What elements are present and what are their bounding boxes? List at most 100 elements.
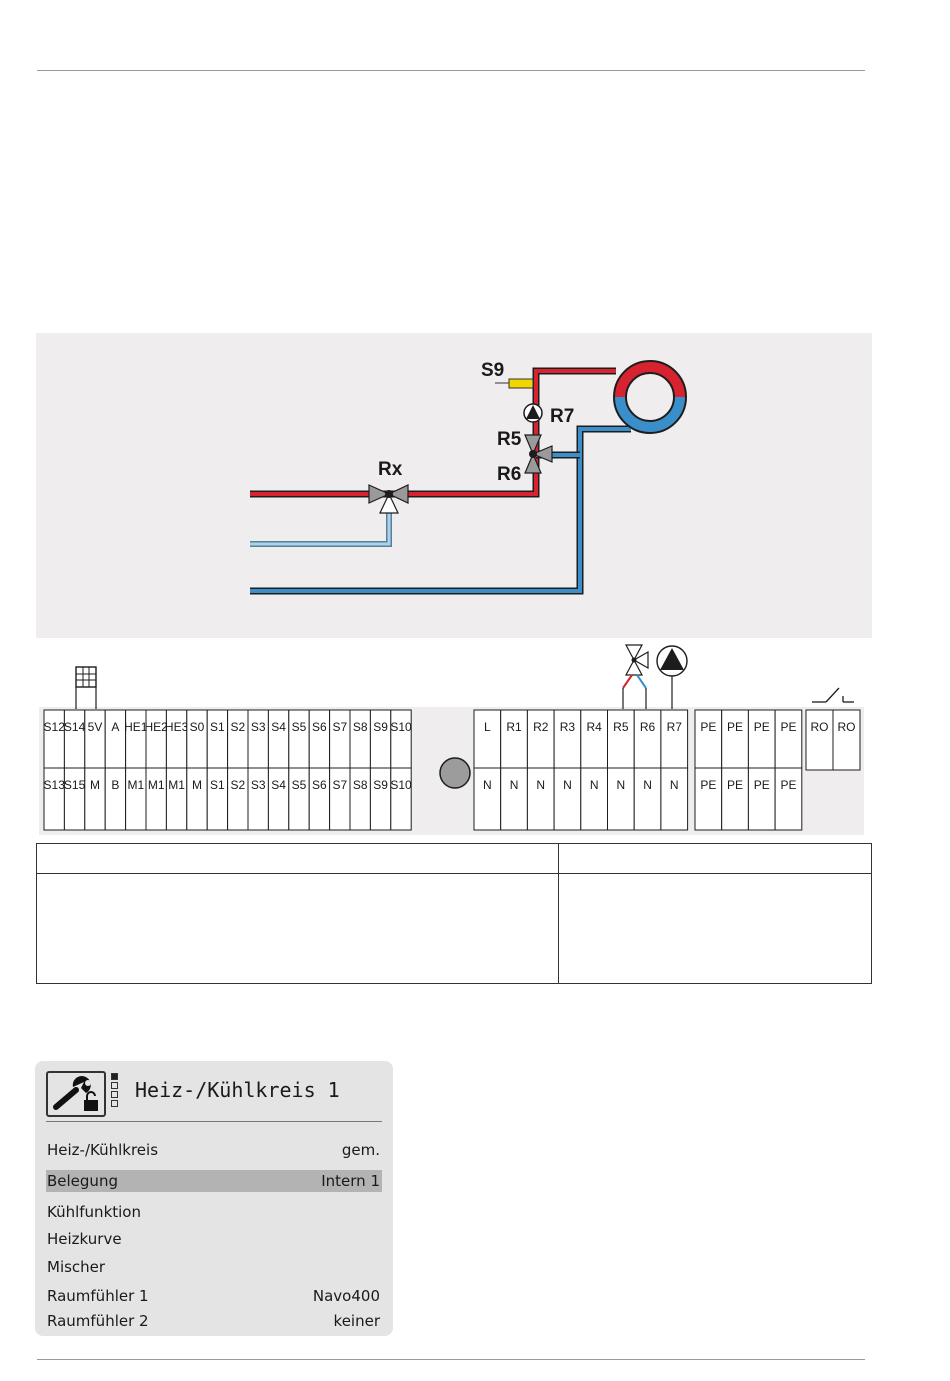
menu-row-belegung[interactable]: Belegung Intern 1 [46, 1170, 382, 1192]
sensor-terminal-top-7-label: S0 [190, 720, 205, 734]
menu-row-label: Raumfühler 2 [47, 1312, 149, 1330]
sensor-terminal-top-17-label: S10 [390, 720, 412, 734]
relay-terminal-top-1-label: R1 [506, 720, 522, 734]
menu-row-label: Kühlfunktion [47, 1203, 141, 1221]
relay-terminal-top-6-label: R6 [640, 720, 656, 734]
relay-terminal-top-5-label: R5 [613, 720, 629, 734]
menu-row-mischer[interactable]: Mischer [46, 1256, 382, 1278]
relay-terminal-top-0-cell [473, 709, 502, 769]
sensor-terminal-bottom-17-cell [390, 767, 412, 831]
page-dot [111, 1082, 118, 1089]
menu-row-label: Heizkurve [47, 1230, 122, 1248]
sensor-terminal-top-13-label: S6 [312, 720, 327, 734]
label-r7: R7 [550, 406, 574, 427]
sensor-terminal-top-16-label: S9 [373, 720, 388, 734]
hydraulic-svg: S9 R7 R5 R6 Rx [250, 360, 687, 595]
pe-terminal-bottom-0-cell [694, 767, 723, 831]
three-way-valve-icon [524, 434, 553, 474]
pe-terminal-bottom-1-cell [721, 767, 749, 831]
sensor-terminal-top-12-cell [288, 709, 310, 769]
label-rx: Rx [378, 459, 403, 480]
relay-terminal-bottom-7-label: N [670, 778, 679, 792]
menu-row-value: Navo400 [312, 1287, 380, 1305]
sensor-terminal-bottom-10-label: S3 [251, 778, 266, 792]
sensor-terminal-bottom-9-label: S2 [230, 778, 245, 792]
sensor-terminal-top-9-label: S2 [230, 720, 245, 734]
sensor-terminal-top-10-cell [247, 709, 269, 769]
pe-terminal-bottom-3-cell [774, 767, 803, 831]
light-return-pipe [250, 503, 392, 547]
label-r6: R6 [497, 464, 521, 485]
relay-terminal-bottom-7-cell [660, 767, 689, 831]
room-sensor-icon [75, 666, 97, 709]
menu-row-label: Raumfühler 1 [47, 1287, 149, 1305]
sensor-terminal-top-16-cell [369, 709, 392, 769]
relay-terminal-top-4-label: R4 [586, 720, 602, 734]
settings-locked-button[interactable] [46, 1071, 106, 1117]
valve-symbol-icon [622, 644, 649, 709]
label-r5: R5 [497, 429, 522, 450]
sensor-terminal-bottom-7-label: M [192, 778, 202, 792]
sensor-terminal-top-7-cell [186, 709, 208, 769]
pe-terminal-top-3-cell [774, 709, 803, 769]
sensor-terminal-bottom-11-label: S4 [271, 778, 286, 792]
page-dot [111, 1100, 118, 1107]
label-s9: S9 [481, 360, 504, 381]
controller-display: Heiz-/Kühlkreis 1 Heiz-/Kühlkreis gem. B… [35, 1061, 393, 1336]
sensor-terminal-bottom-6-label: M1 [168, 778, 185, 792]
sensor-terminal-bottom-4-label: M1 [127, 778, 144, 792]
pe-terminal-bottom-3-label: PE [780, 778, 796, 792]
sensor-terminal-bottom-16-label: S9 [373, 778, 388, 792]
page-dot [111, 1091, 118, 1098]
relay-terminal-bottom-3-label: N [563, 778, 572, 792]
pump-symbol-icon [656, 645, 688, 709]
relay-terminal-top-1-cell [500, 709, 528, 769]
relay-terminal-bottom-6-cell [633, 767, 662, 831]
relay-terminal-top-3-cell [553, 709, 582, 769]
ro-terminal-1-cell [832, 709, 861, 771]
relay-terminal-bottom-1-cell [500, 767, 528, 831]
header-rule [37, 70, 865, 71]
menu-row-value: keiner [333, 1312, 380, 1330]
menu-row-label: Belegung [47, 1172, 118, 1190]
sensor-terminal-bottom-1-label: S15 [64, 778, 86, 792]
menu-row-kuehlfunktion[interactable]: Kühlfunktion [46, 1201, 382, 1223]
title-divider [46, 1121, 382, 1122]
menu-row-label: Mischer [47, 1258, 106, 1276]
heating-circuit-ring [613, 360, 687, 434]
screen-title: Heiz-/Kühlkreis 1 [135, 1078, 340, 1102]
sensor-terminal-top-5-cell [145, 709, 167, 769]
menu-row-raumfuehler-1[interactable]: Raumfühler 1 Navo400 [46, 1285, 382, 1307]
pe-terminal-top-2-label: PE [754, 720, 770, 734]
sensor-terminal-top-6-cell [165, 709, 188, 769]
pe-terminal-bottom-2-label: PE [754, 778, 770, 792]
sensor-terminal-bottom-17-label: S10 [390, 778, 412, 792]
hot-supply-pipe [250, 367, 616, 498]
relay-terminal-top-7-label: R7 [667, 720, 683, 734]
hydraulic-diagram: S9 R7 R5 R6 Rx [36, 333, 872, 638]
pe-terminal-top-2-cell [747, 709, 776, 769]
menu-row-heizkurve[interactable]: Heizkurve [46, 1228, 382, 1250]
pe-terminal-top-1-label: PE [727, 720, 743, 734]
sensor-terminal-top-3-cell [104, 709, 127, 769]
menu-row-heiz-kuehlkreis[interactable]: Heiz-/Kühlkreis gem. [46, 1139, 382, 1161]
sensor-terminal-top-15-cell [349, 709, 371, 769]
footer-rule [37, 1359, 865, 1360]
sensor-terminal-bottom-3-label: B [111, 778, 119, 792]
sensor-terminal-bottom-8-label: S1 [210, 778, 225, 792]
sensor-terminal-bottom-5-label: M1 [148, 778, 165, 792]
relay-terminal-bottom-0-label: N [483, 778, 492, 792]
pe-terminal-bottom-1-label: PE [727, 778, 743, 792]
sensor-terminal-top-10-label: S3 [251, 720, 266, 734]
sensor-terminal-bottom-15-label: S8 [353, 778, 368, 792]
sensor-terminal-top-6-label: HE3 [165, 720, 189, 734]
relay-terminal-bottom-2-cell [526, 767, 555, 831]
pe-terminal-top-0-label: PE [700, 720, 716, 734]
menu-row-raumfuehler-2[interactable]: Raumfühler 2 keiner [46, 1310, 382, 1332]
sensor-terminal-bottom-0-label: S13 [44, 778, 66, 792]
sensor-terminal-bottom-13-label: S6 [312, 778, 327, 792]
